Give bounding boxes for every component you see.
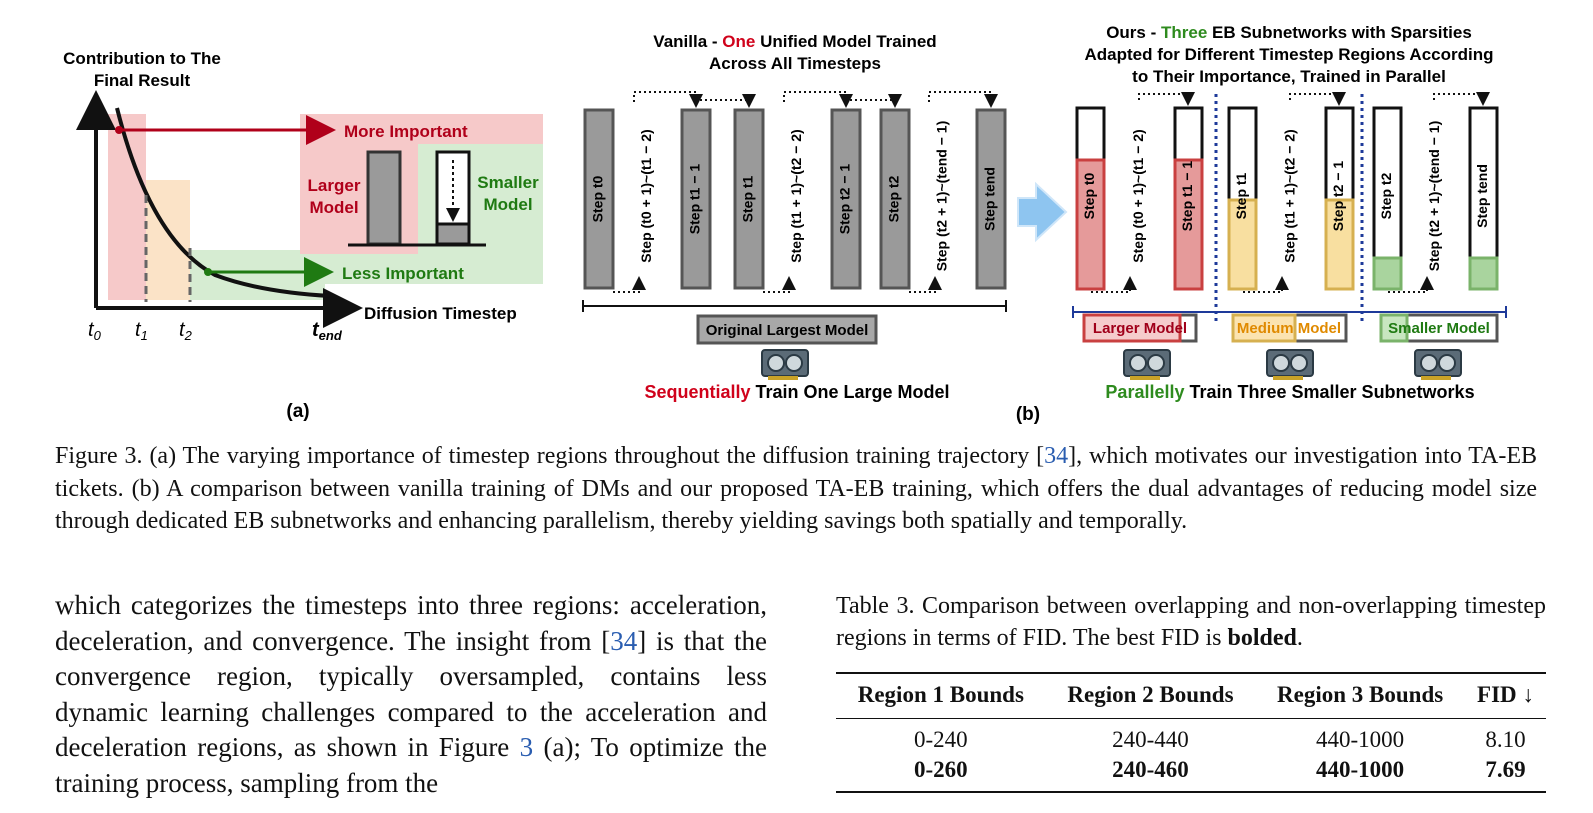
parallel-caption: Parallelly Train Three Smaller Subnetwor… (1105, 382, 1474, 402)
citation-link[interactable]: 34 (610, 625, 638, 656)
step-gap-label: Step (t1 + 1)~(t2 − 2) (788, 129, 804, 262)
gpu-icon (761, 349, 809, 380)
tick-tend: tend (312, 319, 343, 343)
tick-t1: t1 (135, 319, 148, 343)
vanilla-title: Vanilla - One Unified Model Trained (653, 32, 936, 51)
step-gap-label: Step (t1 + 1)~(t2 − 2) (1282, 129, 1298, 262)
svg-text:Medium Model: Medium Model (1237, 320, 1341, 337)
subnet-bar-fill (1227, 198, 1258, 291)
col-header: FID ↓ (1477, 682, 1534, 707)
svg-text:Smaller: Smaller (477, 173, 539, 192)
gpu-icon (1414, 349, 1462, 380)
gpu-icon (1123, 349, 1171, 380)
svg-text:Larger Model: Larger Model (1093, 320, 1187, 337)
ours-title: Ours - Three EB Subnetworks with Sparsit… (1106, 23, 1472, 42)
svg-text:Adapted for Different Timestep: Adapted for Different Timestep Regions A… (1085, 45, 1494, 64)
step-bar-label: Step t2 − 1 (837, 164, 853, 235)
tick-t0: t0 (88, 319, 102, 343)
panel-a: Contribution to The Final Result More Im… (63, 49, 543, 422)
x-axis-title: Diffusion Timestep (364, 304, 517, 323)
svg-text:Model: Model (309, 198, 358, 217)
more-important-label: More Important (344, 122, 468, 141)
body-paragraph: which categorizes the timesteps into thr… (55, 590, 768, 798)
svg-text:Final Result: Final Result (94, 71, 191, 90)
col-header: Region 3 Bounds (1277, 682, 1444, 707)
subnet-bar-fill (1372, 256, 1403, 291)
figure-caption: Figure 3. (a) The varying importance of … (55, 443, 1538, 534)
less-important-label: Less Important (342, 264, 464, 283)
gpu-icon (1266, 349, 1314, 380)
figure-ref-link[interactable]: 3 (519, 732, 534, 762)
y-axis-title: Contribution to The (63, 49, 221, 68)
figure-3: Contribution to The Final Result More Im… (63, 23, 1507, 425)
step-bar-label: Step t1 (1233, 172, 1249, 219)
step-bar-label: Step t2 − 1 (1330, 161, 1346, 232)
step-gap-label: Step (t0 + 1)~(t1 − 2) (638, 129, 654, 262)
tick-t2: t2 (179, 319, 193, 343)
step-bar-label: Step t2 (886, 175, 902, 222)
step-bar-label: Step t1 (740, 175, 756, 222)
table-row: 0-240 240-440 440-1000 8.10 (836, 718, 1546, 756)
step-bar (733, 108, 765, 290)
step-bar-label: Step t1 − 1 (1179, 161, 1195, 232)
step-gap-label: Step (t2 + 1)~(tend − 1) (1426, 121, 1442, 272)
big-arrow-icon (1017, 181, 1068, 243)
panel-a-label: (a) (286, 401, 309, 422)
step-bar-label: Step tend (982, 167, 998, 231)
svg-text:Larger: Larger (308, 176, 361, 195)
subnet-bar-fill (1075, 158, 1106, 291)
step-bar (680, 108, 712, 290)
fid-table: Region 1 Bounds Region 2 Bounds Region 3… (836, 672, 1546, 793)
citation-link[interactable]: 34 (1044, 443, 1069, 469)
svg-text:Model: Model (483, 195, 532, 214)
table-caption: Table 3. Comparison between overlapping … (836, 593, 1546, 651)
step-gap-label: Step (t0 + 1)~(t1 − 2) (1130, 129, 1146, 262)
step-bar (975, 108, 1007, 290)
step-bar (583, 108, 615, 290)
subnet-bar-fill (1173, 158, 1204, 291)
panel-b-ours: Ours - Three EB Subnetworks with Sparsit… (1016, 23, 1507, 425)
step-bar-label: Step t0 (1081, 172, 1097, 219)
subnet-bar-fill (1324, 198, 1355, 291)
step-bar (830, 108, 862, 290)
original-model-box (696, 314, 878, 345)
step-gap-label: Step (t2 + 1)~(tend − 1) (934, 121, 950, 272)
table-row: 0-260 240-460 440-1000 7.69 (836, 755, 1546, 792)
step-bar-label: Step t0 (590, 175, 606, 222)
col-header: Region 2 Bounds (1067, 682, 1234, 707)
subnet-bar-fill (1468, 256, 1499, 291)
step-bar-label: Step t2 (1378, 172, 1394, 219)
step-bar-label: Step t1 − 1 (687, 164, 703, 235)
svg-text:Original Largest Model: Original Largest Model (706, 322, 869, 339)
svg-text:to Their Importance, Trained i: to Their Importance, Trained in Parallel (1132, 67, 1446, 86)
panel-b-vanilla: Vanilla - One Unified Model Trained Acro… (582, 32, 1007, 402)
sequential-caption: Sequentially Train One Large Model (644, 382, 949, 402)
panel-b-label: (b) (1016, 404, 1040, 425)
step-bar-label: Step tend (1474, 164, 1490, 228)
step-bar (879, 108, 911, 290)
svg-text:Across All Timesteps: Across All Timesteps (709, 54, 881, 73)
svg-text:Smaller Model: Smaller Model (1388, 320, 1490, 337)
col-header: Region 1 Bounds (857, 682, 1024, 707)
